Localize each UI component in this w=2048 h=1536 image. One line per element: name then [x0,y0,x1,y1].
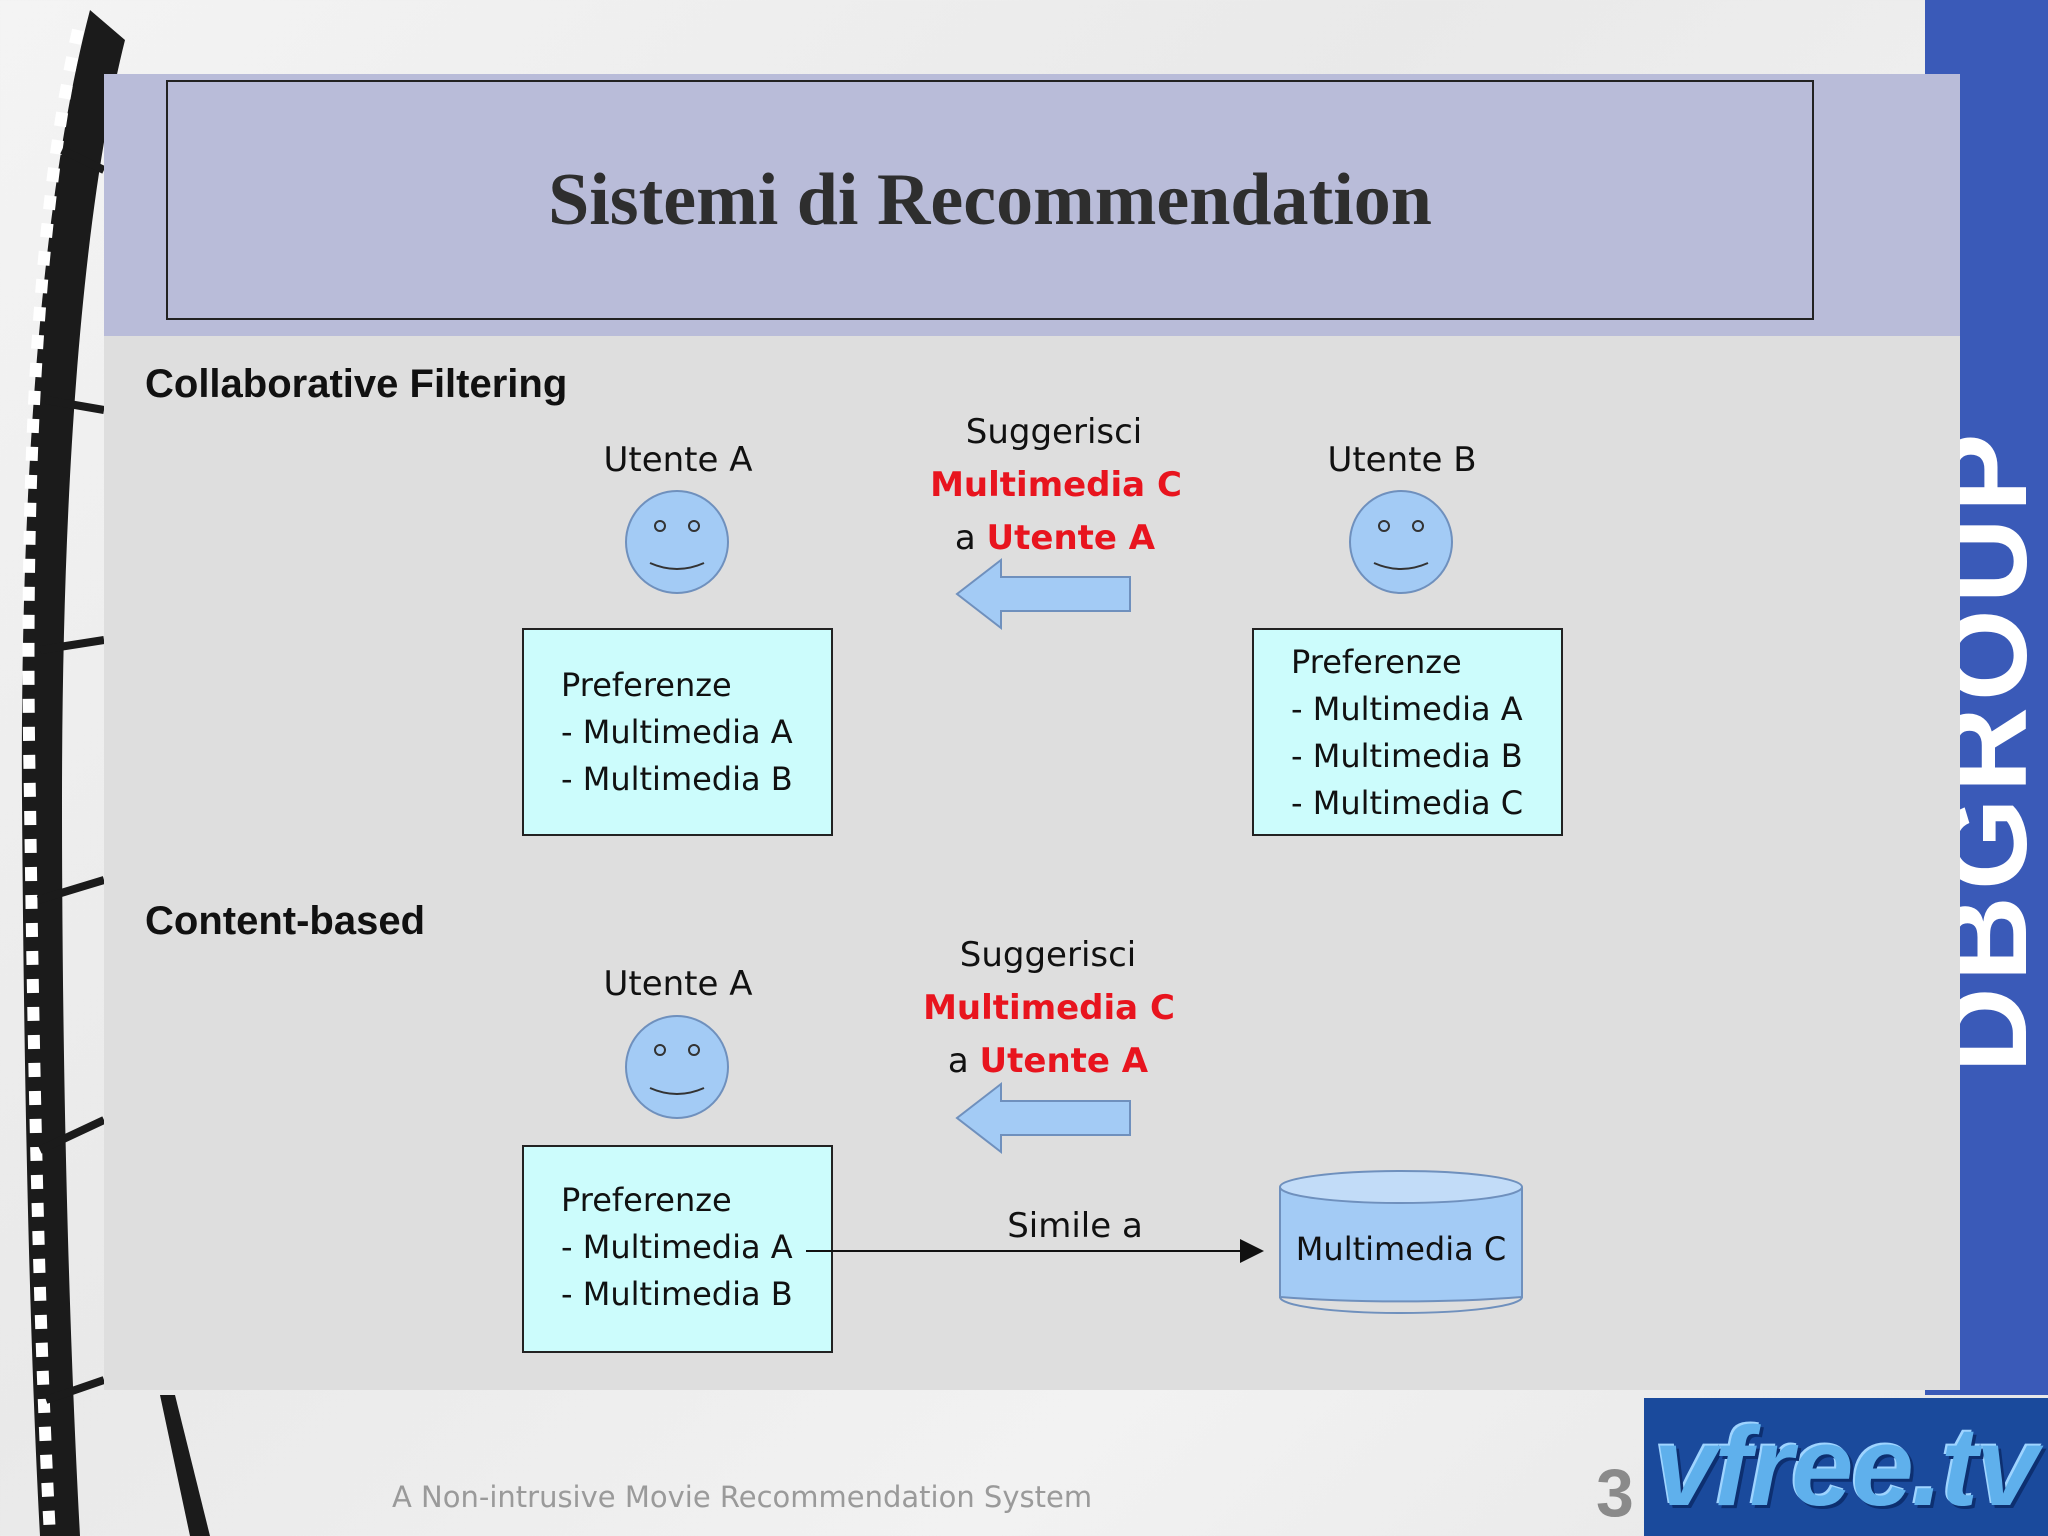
cf-suggest-item: Multimedia C [930,465,1182,505]
cb-pref-a-item: - Multimedia A [561,1228,793,1266]
cf-suggest-arrow-icon [955,557,1131,631]
cb-user-a-face-icon [625,1015,729,1119]
cf-pref-b-item: - Multimedia A [1291,690,1523,728]
filmstrip-decoration [21,10,210,1536]
slide: Sistemi di Recommendation [104,74,1960,1390]
title-box: Sistemi di Recommendation [166,80,1814,320]
cf-pref-b-item: - Multimedia B [1291,737,1523,775]
multimedia-c-database-icon [1279,1170,1523,1314]
cb-user-a-label: Utente A [603,964,753,1004]
page-number: 3 [1596,1455,1634,1531]
cf-pref-box-a: Preferenze - Multimedia A - Multimedia B [522,628,833,836]
similarity-label: Simile a [1007,1206,1143,1246]
content-based-heading: Content-based [145,899,425,943]
cb-suggest-prefix: a [947,1041,969,1081]
cf-suggest-prefix: a [954,518,976,558]
slide-title: Sistemi di Recommendation [548,158,1432,241]
cb-pref-box-a: Preferenze - Multimedia A - Multimedia B [522,1145,833,1353]
vfree-logo-text: vfree.tv [1654,1404,2038,1529]
cb-suggest-target: a Utente A [948,1041,1148,1081]
cf-user-a-face-icon [625,490,729,594]
cf-user-a-label: Utente A [603,440,753,480]
cf-pref-b-title: Preferenze [1291,643,1462,681]
cf-suggest-target: a Utente A [955,518,1155,558]
cf-pref-b-item: - Multimedia C [1291,784,1524,822]
cf-pref-a-item: - Multimedia B [561,760,793,798]
cf-user-b-label: Utente B [1327,440,1477,480]
cf-user-b-face-icon [1349,490,1453,594]
cb-suggest-user: Utente A [979,1041,1149,1081]
cf-pref-box-b: Preferenze - Multimedia A - Multimedia B… [1252,628,1563,836]
multimedia-c-label: Multimedia C [1295,1230,1507,1268]
cb-suggest-item: Multimedia C [923,988,1175,1028]
cf-pref-a-title: Preferenze [561,666,732,704]
cb-pref-a-title: Preferenze [561,1181,732,1219]
cb-suggest-arrow-icon [955,1081,1131,1155]
cf-suggest-line1: Suggerisci [965,412,1143,452]
footer-text: A Non-intrusive Movie Recommendation Sys… [392,1480,1093,1514]
vfree-logo: vfree.tv [1644,1398,2048,1536]
title-band: Sistemi di Recommendation [104,74,1960,336]
collaborative-heading: Collaborative Filtering [145,362,568,406]
cf-suggest-user: Utente A [986,518,1156,558]
cf-pref-a-item: - Multimedia A [561,713,793,751]
cb-suggest-line1: Suggerisci [959,935,1137,975]
cb-pref-a-item: - Multimedia B [561,1275,793,1313]
